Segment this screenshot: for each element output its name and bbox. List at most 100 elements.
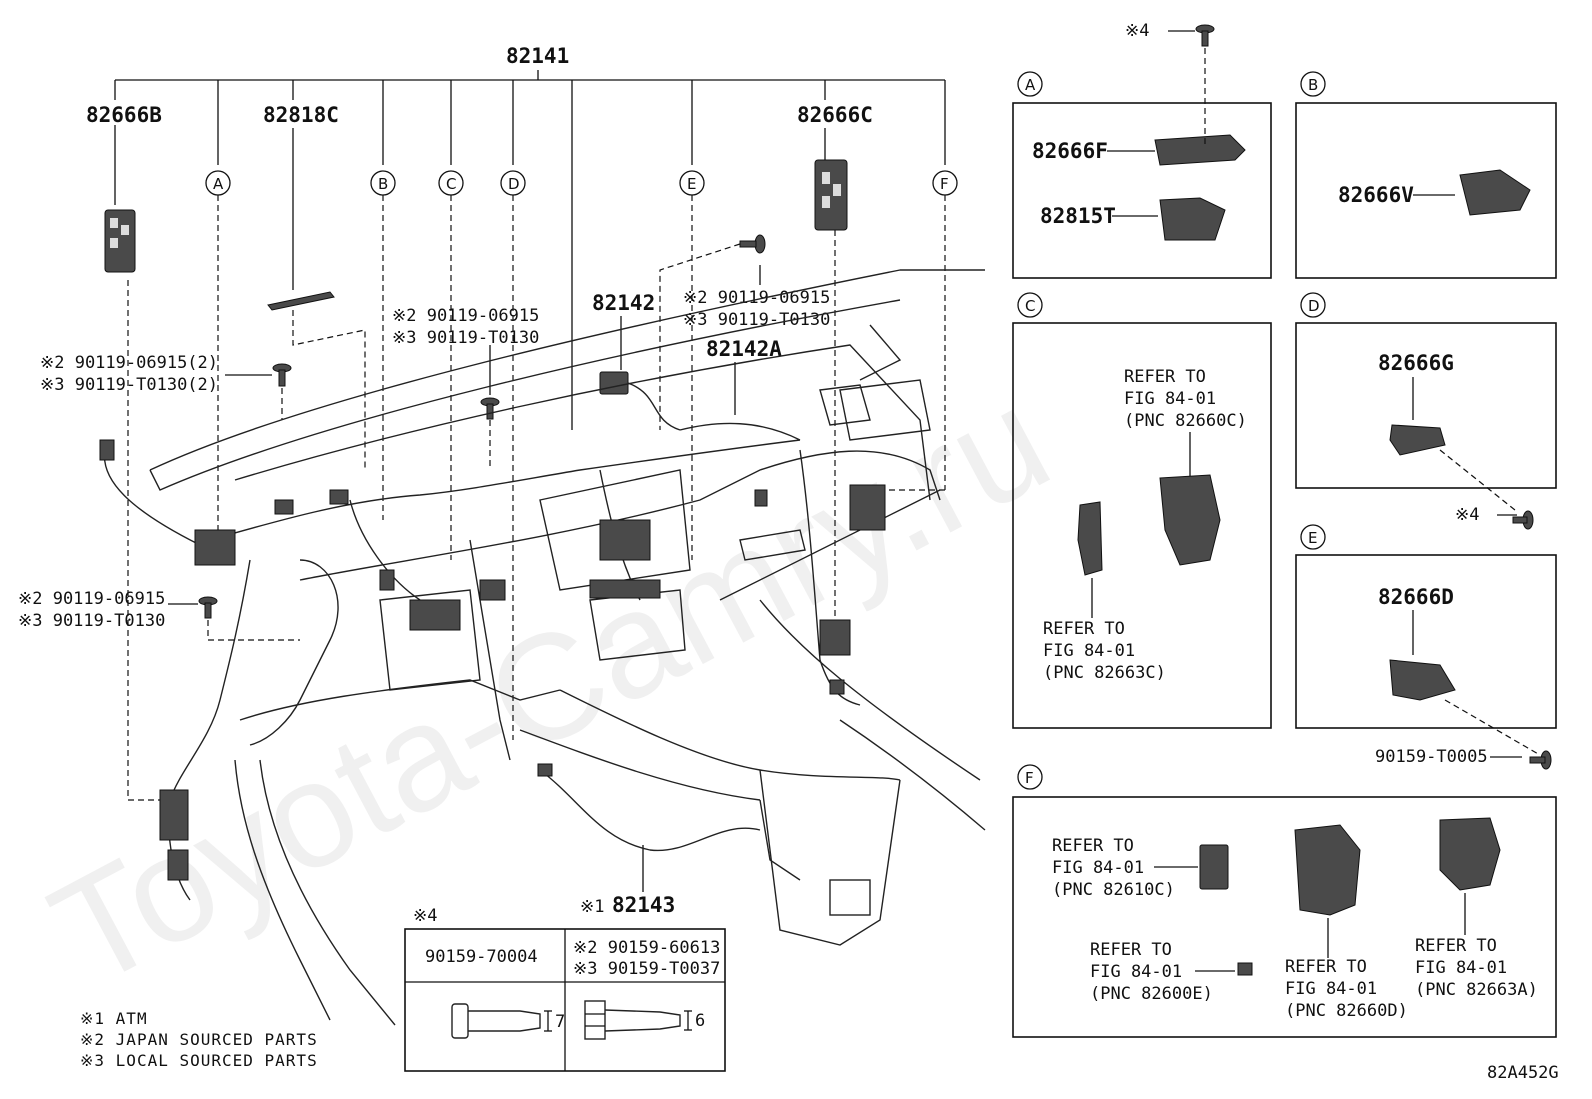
part-number-82815T[interactable]: 82815T <box>1040 204 1116 228</box>
svg-text:E: E <box>687 175 696 193</box>
part-82666V[interactable] <box>1459 169 1531 216</box>
panel-C-refer1-line3: (PNC 82660C) <box>1124 411 1247 431</box>
panel-A-label: A <box>1025 76 1036 94</box>
panel-F-refer3-line1: REFER TO <box>1285 957 1367 977</box>
part-number-90159-T0005[interactable]: 90159-T0005 <box>1375 747 1488 767</box>
bolt-note-right: ※2 90119-06915 ※3 90119-T0130 <box>659 234 830 430</box>
part-82818C[interactable] <box>267 291 335 311</box>
bolt-note-center: ※2 90119-06915 ※3 90119-T0130 <box>392 306 539 470</box>
part-number-82666C[interactable]: 82666C <box>797 103 873 127</box>
svg-text:※2 90119-06915: ※2 90119-06915 <box>18 589 165 609</box>
callout-F[interactable]: F <box>932 170 958 196</box>
panel-D-label: D <box>1308 297 1320 315</box>
connector-82143 <box>537 763 553 777</box>
panel-F-refer2-line1: REFER TO <box>1090 940 1172 960</box>
part-82663A[interactable] <box>1439 817 1501 891</box>
part-82815T[interactable] <box>1159 197 1226 241</box>
panel-C-refer2-line2: FIG 84-01 <box>1043 641 1135 661</box>
part-82660C[interactable] <box>1159 474 1221 566</box>
svg-text:※3 90119-T0130: ※3 90119-T0130 <box>683 310 830 330</box>
part-82666F[interactable] <box>1154 134 1246 166</box>
part-82610C[interactable] <box>1199 844 1229 890</box>
bolt-table-dim-7: 7 <box>555 1012 565 1032</box>
panel-C-refer2-line1: REFER TO <box>1043 619 1125 639</box>
panel-F-refer3-line3: (PNC 82660D) <box>1285 1001 1408 1021</box>
svg-text:※2 90119-06915: ※2 90119-06915 <box>683 288 830 308</box>
callout-C[interactable]: C <box>438 170 464 196</box>
callout-A[interactable]: A <box>205 170 231 196</box>
part-number-82666B[interactable]: 82666B <box>86 103 162 127</box>
part-82666G[interactable] <box>1389 424 1446 456</box>
panel-A-callout[interactable] <box>1017 71 1043 97</box>
panel-E: E 82666D <box>1295 524 1557 756</box>
panel-B-callout[interactable] <box>1300 71 1326 97</box>
panel-C-refer2-line3: (PNC 82663C) <box>1043 663 1166 683</box>
part-82666B[interactable] <box>104 209 136 273</box>
svg-text:※2 90119-06915: ※2 90119-06915 <box>392 306 539 326</box>
panel-D-callout[interactable] <box>1300 292 1326 318</box>
part-82142[interactable] <box>599 371 681 431</box>
callout-E[interactable]: E <box>679 170 705 196</box>
legend: ※1 ATM ※2 JAPAN SOURCED PARTS ※3 LOCAL S… <box>80 1009 318 1070</box>
part-82660D[interactable] <box>1294 824 1361 916</box>
panel-C: C REFER TO FIG 84-01 (PNC 82660C) REFER … <box>1012 292 1272 729</box>
legend-item-japan: ※2 JAPAN SOURCED PARTS <box>80 1030 318 1049</box>
part-number-82143[interactable]: 82143 <box>612 893 675 917</box>
mark4-screw-A: ※4 <box>1125 21 1215 145</box>
part-number-82666G[interactable]: 82666G <box>1378 351 1454 375</box>
part-82666C[interactable] <box>814 159 848 231</box>
bolt-icon <box>272 363 292 387</box>
part-number-82142A[interactable]: 82142A <box>706 337 782 361</box>
svg-text:※2 90119-06915(2): ※2 90119-06915(2) <box>40 353 218 373</box>
part-82666D[interactable] <box>1389 659 1456 701</box>
callout-D[interactable]: D <box>500 170 526 196</box>
panel-C-refer1-line2: FIG 84-01 <box>1124 389 1216 409</box>
bolt-note-left-bottom: ※2 90119-06915 ※3 90119-T0130 <box>18 589 300 641</box>
legend-item-atm: ※1 ATM <box>80 1009 148 1028</box>
part-number-82666F[interactable]: 82666F <box>1032 139 1108 163</box>
legend-item-local: ※3 LOCAL SOURCED PARTS <box>80 1051 318 1070</box>
part-number-82666D[interactable]: 82666D <box>1378 585 1454 609</box>
panel-F-callout[interactable] <box>1017 764 1043 790</box>
panel-F-refer2-line3: (PNC 82600E) <box>1090 984 1213 1004</box>
part-number-82666V[interactable]: 82666V <box>1338 183 1414 207</box>
bolt-icon <box>480 397 500 420</box>
bolt-table-part-90159-60613[interactable]: ※2 90159-60613 <box>573 938 720 958</box>
harness-82142A <box>679 422 801 441</box>
bolt-table: ※4 90159-70004 ※2 90159-60613 ※3 90159-T… <box>404 906 726 1072</box>
bolt-note-left-top: ※2 90119-06915(2) ※3 90119-T0130(2) <box>40 353 292 420</box>
part-82663C[interactable] <box>1077 501 1103 576</box>
svg-text:D: D <box>508 175 520 193</box>
bolt-table-dim-6: 6 <box>695 1011 705 1031</box>
panel-F: F REFER TO FIG 84-01 (PNC 82610C) REFER … <box>1012 764 1557 1038</box>
panel-F-refer3-line2: FIG 84-01 <box>1285 979 1377 999</box>
bolt-icon <box>739 234 766 254</box>
part-number-82818C[interactable]: 82818C <box>263 103 339 127</box>
part-82600E[interactable] <box>1237 962 1253 976</box>
svg-text:C: C <box>446 175 456 193</box>
screw-icon-70004 <box>451 1003 552 1039</box>
panel-E-callout[interactable] <box>1300 524 1326 550</box>
instrument-panel-outline <box>149 269 986 1026</box>
panel-A: A 82666F 82815T <box>1012 71 1272 279</box>
svg-text:※3 90119-T0130(2): ※3 90119-T0130(2) <box>40 375 218 395</box>
bolt-icon <box>198 596 218 619</box>
panel-E-label: E <box>1308 529 1317 547</box>
panel-B-label: B <box>1308 76 1318 94</box>
svg-text:B: B <box>378 175 388 193</box>
svg-text:※3 90119-T0130: ※3 90119-T0130 <box>18 611 165 631</box>
svg-text:※4: ※4 <box>1125 21 1149 41</box>
panel-F-refer1-line3: (PNC 82610C) <box>1052 880 1175 900</box>
bolt-icon-60613 <box>584 1000 692 1040</box>
panel-C-label: C <box>1025 297 1035 315</box>
panel-C-callout[interactable] <box>1017 292 1043 318</box>
callout-B[interactable]: B <box>370 170 396 196</box>
svg-text:F: F <box>940 175 949 193</box>
main-harness-routing <box>99 439 886 901</box>
bolt-table-part-90159-70004[interactable]: 90159-70004 <box>425 947 538 967</box>
part-number-82141[interactable]: 82141 <box>506 44 569 68</box>
part-number-82142[interactable]: 82142 <box>592 291 655 315</box>
bolt-table-part-90159-T0037[interactable]: ※3 90159-T0037 <box>573 959 720 979</box>
